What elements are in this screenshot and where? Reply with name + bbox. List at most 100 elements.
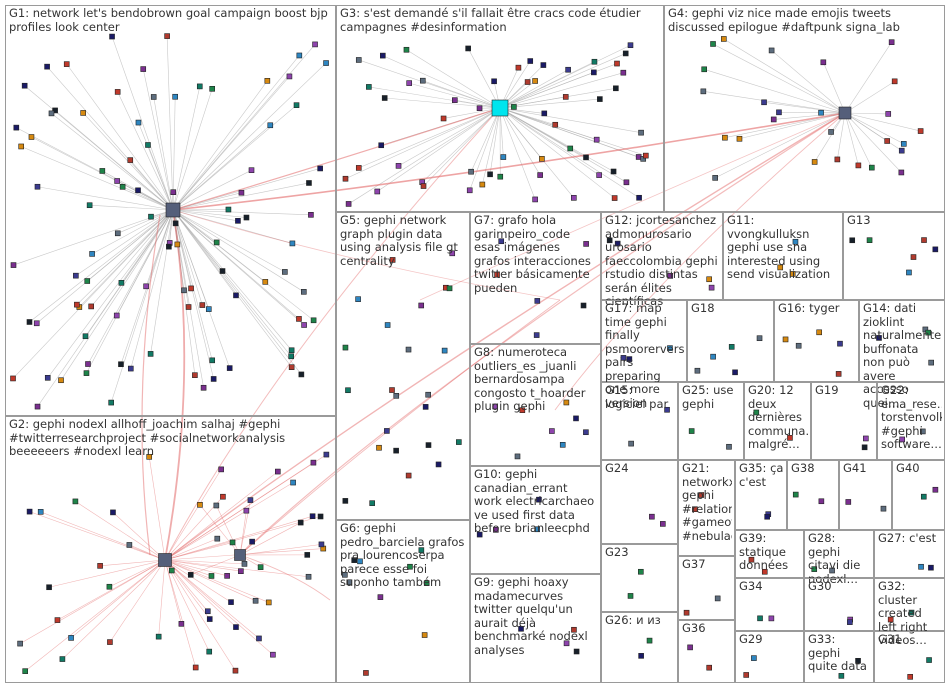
node [114, 89, 121, 95]
edge [172, 209, 247, 218]
edge [499, 107, 536, 200]
node [262, 279, 269, 285]
group-label-g38: G38 [791, 462, 815, 475]
hub-node [158, 553, 172, 567]
node [406, 80, 412, 86]
group-panel-g39: G39: statique données [735, 530, 804, 578]
node [381, 95, 388, 101]
edge [844, 112, 859, 166]
edge [712, 43, 846, 114]
edge [844, 112, 873, 168]
edge [422, 107, 501, 183]
node [317, 513, 324, 520]
edge [499, 61, 595, 109]
node [187, 572, 194, 578]
node [377, 594, 384, 600]
edge [12, 209, 174, 379]
edge [90, 209, 174, 307]
edge [172, 169, 252, 211]
node [185, 304, 192, 310]
node [425, 442, 432, 448]
edge [164, 559, 237, 628]
node [910, 254, 917, 260]
group-panel-g10: G10: gephi canadian_errant work electric… [470, 466, 601, 574]
edge [164, 559, 309, 578]
edge [348, 107, 501, 205]
edge [164, 112, 846, 561]
node [622, 50, 629, 57]
edge [172, 209, 293, 244]
group-label-g12: G12: jcortesanchez admonurosario urosari… [605, 214, 718, 308]
node [275, 468, 281, 475]
node [17, 640, 23, 647]
group-panel-g31: G31 [874, 631, 945, 683]
node [318, 541, 325, 548]
node [226, 365, 233, 371]
group-panel-g29: G29 [735, 631, 804, 683]
edge [172, 107, 501, 211]
edge [60, 209, 174, 381]
group-label-g2: G2: gephi nodexl allhoff_joachim salhaj … [9, 418, 286, 458]
node [205, 306, 212, 312]
group-panel-g34: G34 [735, 578, 804, 631]
node [172, 93, 178, 100]
node [816, 329, 822, 336]
node [89, 251, 95, 257]
group-panel-g6: G6: gephi pedro_barciela grafos pra lour… [336, 520, 470, 683]
node [58, 377, 64, 384]
node [792, 238, 799, 245]
group-panel-g32: G32: cluster created left right videos… [874, 578, 945, 647]
node [563, 399, 570, 406]
edge [79, 209, 174, 308]
edge [75, 501, 166, 561]
node [369, 500, 375, 506]
node [405, 472, 412, 479]
node [626, 356, 633, 362]
node [926, 657, 932, 663]
node [828, 129, 834, 135]
node [623, 179, 630, 186]
edge [172, 209, 561, 301]
group-panel-g2: G2: gephi nodexl allhoff_joachim salhaj … [5, 416, 336, 683]
node [82, 333, 89, 340]
node [345, 387, 351, 394]
node [468, 168, 474, 175]
node [452, 97, 458, 103]
edge [844, 112, 902, 151]
node [155, 633, 162, 640]
node [532, 78, 538, 84]
node [419, 77, 426, 84]
group-panel-g22: G22: ema_rese… torstenvolk #gephi softwa… [877, 382, 945, 460]
node [710, 353, 716, 360]
group-label-g34: G34 [739, 580, 763, 593]
edge [773, 112, 846, 120]
node [248, 167, 255, 173]
edge [112, 512, 166, 561]
node [863, 435, 869, 442]
node [920, 493, 927, 500]
edge [469, 107, 501, 191]
edge [51, 113, 174, 211]
edge [21, 146, 174, 211]
node [768, 47, 775, 54]
node [559, 442, 566, 448]
node [33, 320, 40, 327]
node [301, 322, 307, 328]
edge [172, 209, 285, 273]
node [908, 609, 915, 616]
edge [554, 112, 846, 411]
edge [499, 69, 569, 109]
node [835, 371, 842, 377]
group-panel-g30: G30 [804, 578, 874, 631]
edge [164, 559, 274, 655]
edge [164, 516, 321, 561]
node [405, 346, 412, 353]
edge [164, 454, 327, 561]
edge [216, 505, 241, 556]
node [355, 165, 362, 171]
edge [164, 559, 182, 624]
node [479, 181, 486, 188]
node [580, 302, 587, 309]
node [708, 284, 715, 291]
node [305, 573, 312, 580]
